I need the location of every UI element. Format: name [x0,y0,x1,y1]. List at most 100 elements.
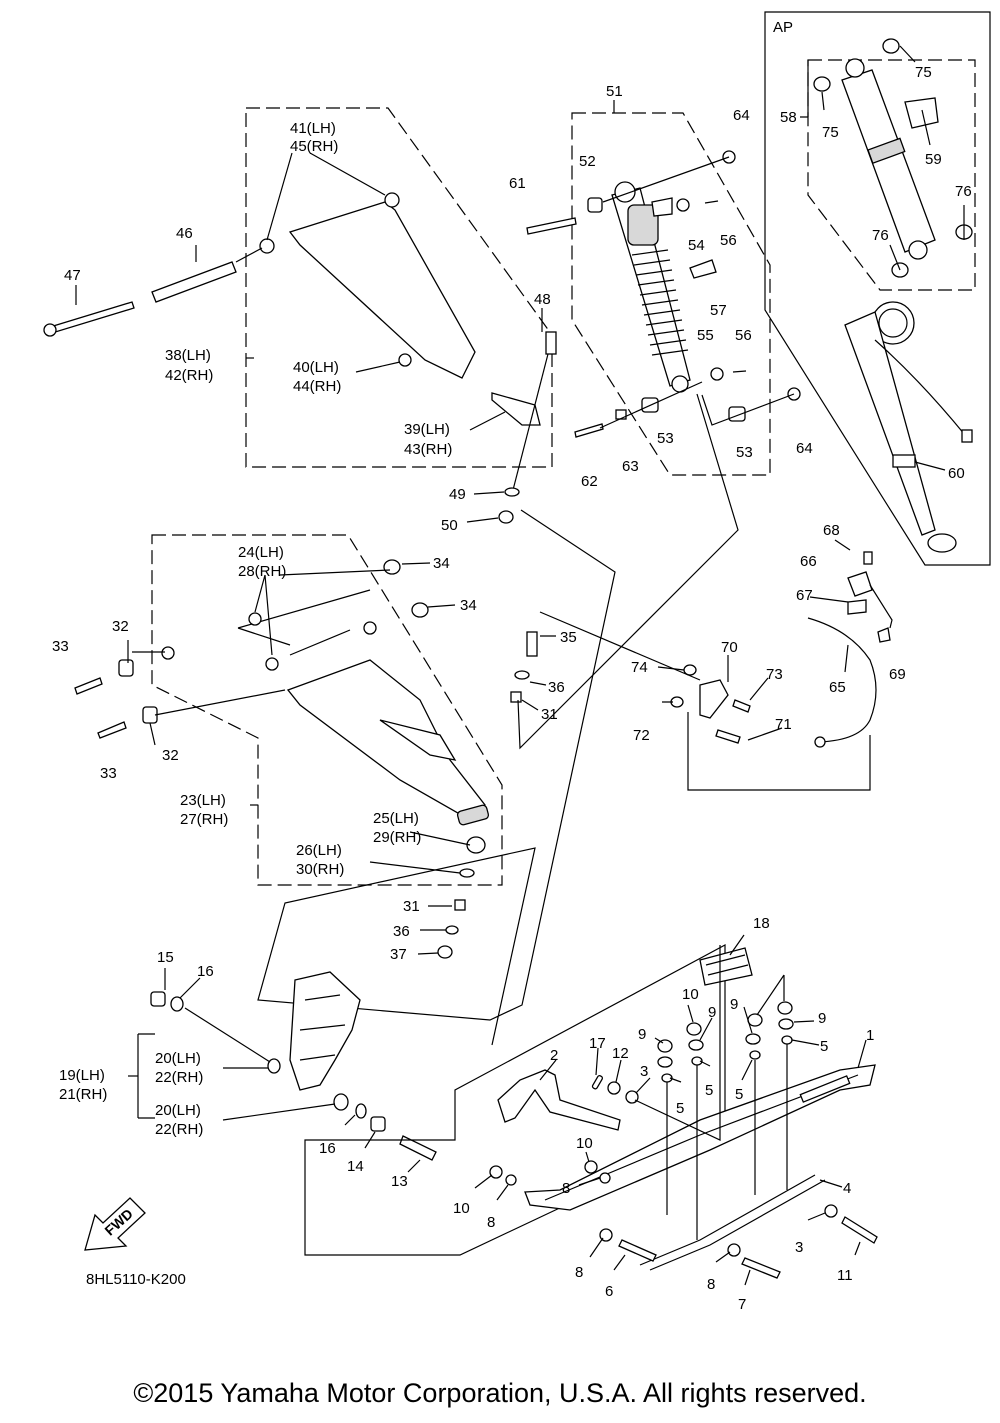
callout-38: 38(LH) [165,347,211,364]
callout-76a: 76 [955,183,972,200]
callout-9d: 9 [818,1010,826,1027]
ap-shock-absorber [841,58,939,260]
shock-bolt-61 [526,217,577,235]
callout-61: 61 [509,175,526,192]
bolt-48 [545,331,557,355]
callout-9a: 9 [638,1026,646,1043]
collar-32b [142,706,158,724]
washer-16b [355,1103,367,1119]
upper-bolt-47 [49,301,135,334]
nut-10c [657,1039,673,1053]
callout-35: 35 [560,629,577,646]
washer-3b [824,1204,838,1218]
callout-2: 2 [550,1047,558,1064]
lower-bushing-24a [248,612,262,626]
ap-pressure-gauge [844,301,973,553]
callout-16a: 16 [197,963,214,980]
callout-65: 65 [829,679,846,696]
ap-bushing-75b [813,76,831,92]
callout-22a: 22(RH) [155,1069,203,1086]
lower-bushing-34a [383,559,401,575]
bolt-68 [863,551,873,565]
callout-4: 4 [843,1180,851,1197]
callout-76b: 76 [872,227,889,244]
callout-5a: 5 [676,1100,684,1117]
upper-bushing-41b [259,238,275,254]
callout-8d: 8 [562,1180,570,1197]
callout-40: 40(LH) [293,359,339,376]
callout-48: 48 [534,291,551,308]
callout-53a: 53 [657,430,674,447]
callout-1: 1 [866,1027,874,1044]
callout-59: 59 [925,151,942,168]
callout-36b: 36 [393,923,410,940]
ap-kit-group: AP [764,11,991,566]
callout-31b: 31 [403,898,420,915]
ap-label: AP [773,19,793,36]
nut-50 [498,510,514,524]
callout-31a: 31 [541,706,558,723]
callout-57: 57 [710,302,727,319]
callout-56a: 56 [720,232,737,249]
callout-5c: 5 [735,1086,743,1103]
washer-36b [445,925,459,935]
bolt-5d [781,1035,793,1045]
bushing-15 [150,991,166,1007]
washer-9d [778,1018,794,1030]
callout-15: 15 [157,949,174,966]
nut-10a [489,1165,503,1179]
callout-17: 17 [589,1035,606,1052]
callout-42: 42(RH) [165,367,213,384]
spindle-19 [289,971,361,1091]
spindle-group [128,968,437,1173]
callout-51: 51 [606,83,623,100]
callout-7: 7 [738,1296,746,1313]
callout-63: 63 [622,458,639,475]
callout-60: 60 [948,465,965,482]
callout-62: 62 [581,473,598,490]
callout-53b: 53 [736,444,753,461]
nut-10f [777,1001,793,1015]
callout-13: 13 [391,1173,408,1190]
bolt-69 [877,627,891,643]
callout-8b: 8 [707,1276,715,1293]
washer-9a [657,1056,673,1068]
callout-19: 19(LH) [59,1067,105,1084]
callout-8c: 8 [487,1214,495,1231]
callout-55: 55 [697,327,714,344]
callout-75b: 75 [822,124,839,141]
callout-11: 11 [837,1267,853,1284]
lower-arm-group [74,534,503,886]
callout-9c: 9 [730,996,738,1013]
callout-37: 37 [390,946,407,963]
callout-29: 29(RH) [373,829,421,846]
callout-28: 28(RH) [238,563,286,580]
callout-71: 71 [775,716,792,733]
callout-66: 66 [800,553,817,570]
callout-10c: 10 [682,986,699,1003]
shock-bolt-62 [574,423,604,438]
callout-6: 6 [605,1283,613,1300]
callout-32a: 32 [112,618,129,635]
shock-collar-63 [615,409,627,420]
washer-36a [514,670,530,680]
copyright-notice: ©2015 Yamaha Motor Corporation, U.S.A. A… [133,1378,867,1408]
collar-12 [607,1081,621,1095]
callout-32b: 32 [162,747,179,764]
callout-8a: 8 [575,1264,583,1281]
callout-25: 25(LH) [373,810,419,827]
bolt-5c [749,1050,761,1060]
ski-group [304,934,878,1286]
callout-30: 30(RH) [296,861,344,878]
shock-nut-55 [710,367,724,381]
callout-9b: 9 [708,1004,716,1021]
shock-band-57 [689,259,717,279]
lower-bushing-24b [265,657,279,671]
shock-nut-54 [676,198,690,212]
callout-56b: 56 [735,327,752,344]
nut-74 [683,664,697,676]
nut-10b [584,1160,598,1174]
nut-10d [686,1022,702,1036]
bushing-20a [267,1058,281,1074]
